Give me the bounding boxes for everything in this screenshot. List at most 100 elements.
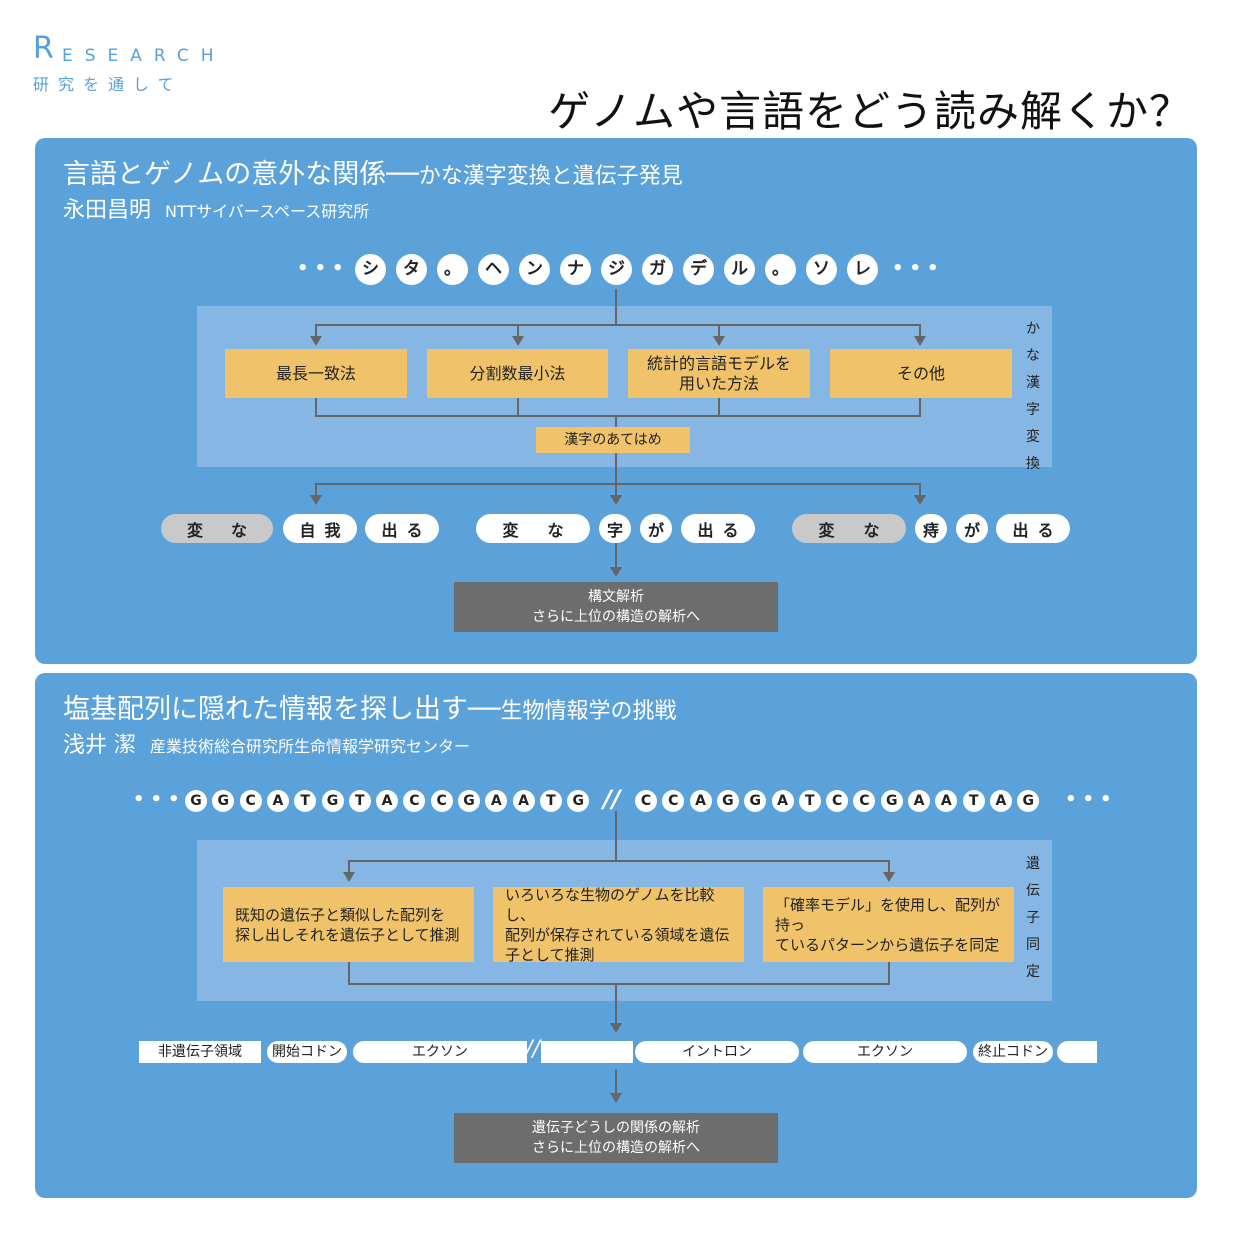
- section1-affiliation: NTTサイバースペース研究所: [165, 202, 370, 221]
- section1-title-main: 言語とゲノムの意外な関係──: [63, 159, 419, 190]
- connector-line: [348, 860, 350, 872]
- page-title: ゲノムや言語をどう読み解くか？: [548, 87, 1192, 136]
- arrow-down-icon: [883, 872, 895, 882]
- kana-char: ヘ: [478, 254, 509, 285]
- candidate-henna-white: 変な: [476, 514, 590, 543]
- leading-dots: •••: [133, 789, 186, 810]
- nucleotide: G: [458, 790, 480, 812]
- sequence-break-icon: //: [603, 785, 621, 813]
- nucleotide: A: [771, 790, 794, 812]
- nucleotide: T: [962, 790, 985, 812]
- connector-line: [315, 483, 921, 485]
- candidate-ji-hemorrhoid: 痔: [915, 514, 947, 543]
- nucleotide: G: [1017, 790, 1040, 812]
- nucleotide: T: [798, 790, 821, 812]
- nucleotide: A: [266, 790, 289, 812]
- connector-line: [315, 324, 921, 326]
- result-gene-relationship-box: 遺伝子どうしの関係の解析 さらに上位の構造の解析へ: [454, 1113, 778, 1163]
- candidate-ji: 字: [599, 514, 631, 543]
- nucleotide: G: [880, 790, 903, 812]
- kana-char: ソ: [806, 254, 837, 285]
- nucleotide: G: [567, 790, 590, 812]
- kana-char: ナ: [560, 254, 591, 285]
- segment-noncoding-end: [1057, 1041, 1097, 1063]
- connector-line: [315, 483, 317, 495]
- connector-line: [919, 483, 921, 495]
- connector-line: [348, 983, 890, 985]
- nucleotide: G: [212, 790, 235, 812]
- segment-exon: エクソン: [803, 1041, 967, 1063]
- arrow-down-icon: [914, 336, 926, 346]
- nucleotide: C: [662, 790, 685, 812]
- arrow-down-icon: [310, 336, 322, 346]
- method-statistical-language-model: 統計的言語モデルを 用いた方法: [628, 349, 810, 398]
- connector-line: [718, 398, 720, 416]
- kana-char: ル: [724, 254, 755, 285]
- section2-affiliation: 産業技術総合研究所生命情報学研究センター: [150, 737, 471, 756]
- connector-line: [348, 860, 890, 862]
- method-comparative-genomics: いろいろな生物のゲノムを比較し、 配列が保存されている領域を遺伝 子として推測: [493, 886, 744, 964]
- nucleotide: C: [239, 790, 262, 812]
- kana-char: 。: [765, 254, 796, 285]
- nucleotide: C: [430, 790, 453, 812]
- connector-line: [615, 1069, 617, 1093]
- nucleotide: G: [185, 790, 207, 812]
- connector-line: [615, 453, 617, 483]
- connector-line: [615, 289, 617, 325]
- arrow-down-icon: [310, 495, 322, 505]
- candidate-ga: が: [956, 514, 988, 543]
- method-other: その他: [830, 349, 1012, 398]
- connector-line: [888, 860, 890, 872]
- method-longest-match: 最長一致法: [225, 349, 407, 398]
- section1-author: 永田昌明: [63, 198, 152, 223]
- arrow-down-icon: [610, 567, 622, 577]
- section2-title-main: 塩基配列に隠れた情報を探し出す──: [63, 694, 501, 725]
- connector-line: [615, 483, 617, 495]
- candidate-ga: が: [640, 514, 672, 543]
- connector-line: [517, 398, 519, 416]
- segment-stop-codon: 終止コドン: [973, 1041, 1053, 1063]
- section1-title: 言語とゲノムの意外な関係──かな漢字変換と遺伝子発見: [63, 152, 683, 191]
- connector-line: [718, 324, 720, 336]
- segment-noncoding: 非遺伝子領域: [139, 1041, 261, 1063]
- research-word: ESEARCH: [62, 46, 226, 66]
- section2-author: 浅井 潔: [63, 733, 136, 758]
- method-min-segmentation: 分割数最小法: [427, 349, 608, 398]
- nucleotide: G: [716, 790, 739, 812]
- candidate-henna-gray: 変な: [792, 514, 906, 543]
- kana-char: レ: [847, 254, 878, 285]
- kana-char: ガ: [642, 254, 673, 285]
- connector-line: [315, 415, 921, 417]
- method-probabilistic-model: 「確率モデル」を使用し、配列が持っ ているパターンから遺伝子を同定: [763, 887, 1014, 962]
- nucleotide: T: [348, 790, 371, 812]
- connector-line: [348, 962, 350, 984]
- section-bioinformatics: 塩基配列に隠れた情報を探し出す──生物情報学の挑戦 浅井 潔産業技術総合研究所生…: [35, 673, 1197, 1198]
- nucleotide: C: [635, 790, 657, 812]
- candidate-henna-gray: 変な: [161, 514, 273, 543]
- arrow-down-icon: [610, 495, 622, 505]
- connector-line: [315, 324, 317, 336]
- nucleotide: C: [853, 790, 876, 812]
- connector-line: [615, 543, 617, 567]
- segment-exon: エクソン: [353, 1041, 527, 1063]
- arrow-down-icon: [610, 1093, 622, 1103]
- nucleotide: A: [989, 790, 1012, 812]
- connector-line: [888, 962, 890, 984]
- kana-char: シ: [355, 254, 386, 285]
- section1-author-line: 永田昌明 NTTサイバースペース研究所: [63, 192, 369, 224]
- kana-char: デ: [683, 254, 714, 285]
- nucleotide: A: [935, 790, 958, 812]
- kana-char: タ: [396, 254, 427, 285]
- arrow-down-icon: [610, 1023, 622, 1033]
- candidate-deru: 出る: [681, 514, 755, 543]
- arrow-down-icon: [512, 336, 524, 346]
- connector-line: [919, 324, 921, 336]
- kana-char: ジ: [601, 254, 632, 285]
- arrow-down-icon: [713, 336, 725, 346]
- nucleotide: C: [826, 790, 849, 812]
- nucleotide: T: [294, 790, 317, 812]
- research-initial: R: [33, 31, 54, 66]
- nucleotide: A: [512, 790, 535, 812]
- nucleotide: G: [321, 790, 344, 812]
- section-language-genome: 言語とゲノムの意外な関係──かな漢字変換と遺伝子発見 永田昌明 NTTサイバースペ…: [35, 138, 1197, 664]
